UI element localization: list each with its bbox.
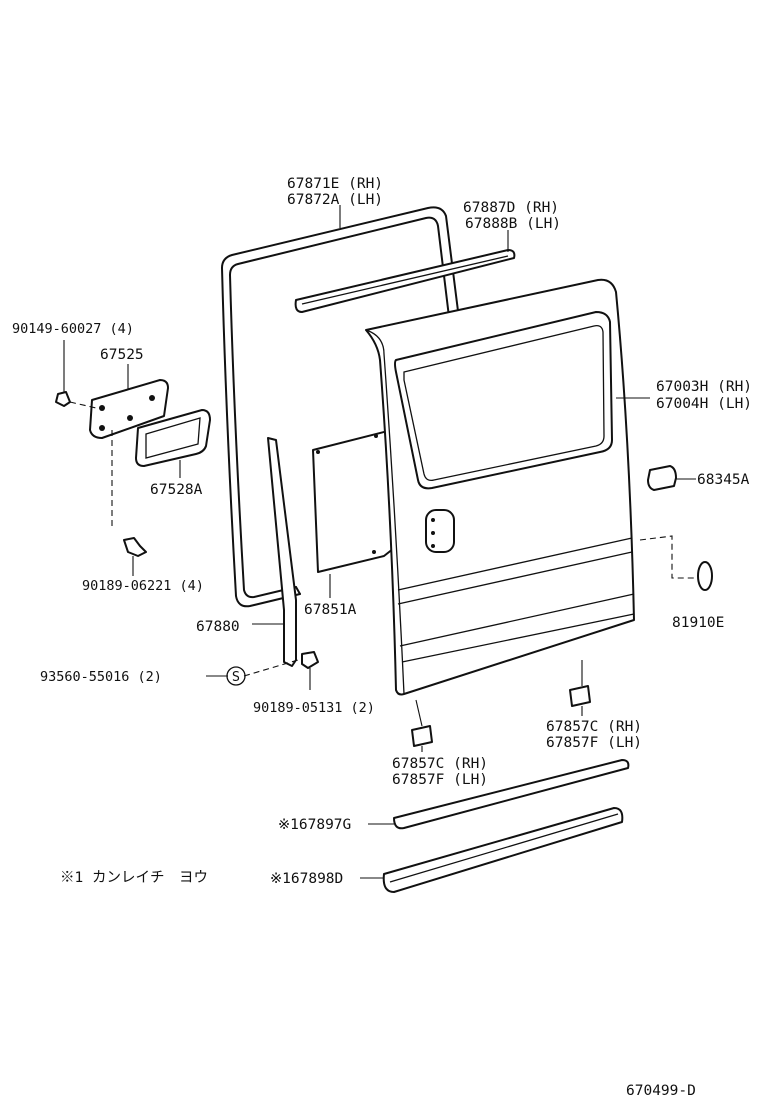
lamp-assembly	[55, 340, 211, 530]
s-mark-text: S	[232, 669, 240, 685]
clip-90189-06221	[123, 537, 147, 576]
label-67880: 67880	[196, 619, 240, 635]
label-67528A: 67528A	[150, 482, 203, 498]
hole-plug-81910E	[639, 535, 713, 591]
label-67525: 67525	[100, 347, 144, 363]
leader-lines	[206, 205, 650, 677]
label-90189-05131: 90189-05131 (2)	[253, 700, 375, 716]
belt-weatherstrip	[294, 249, 516, 313]
label-67851A: 67851A	[304, 602, 357, 618]
label-93560-55016: 93560-55016 (2)	[40, 669, 162, 685]
clip-90189-05131	[301, 651, 319, 690]
weatherstrip-loop	[221, 206, 471, 608]
label-90149-60027: 90149-60027 (4)	[12, 321, 134, 337]
scuff-plates	[411, 660, 591, 752]
sliding-door-panel	[365, 278, 635, 696]
rocker-moldings	[360, 759, 630, 893]
label-167897G: ※167897G	[278, 817, 351, 833]
label-81910E: 81910E	[672, 615, 724, 631]
note-cold-region: ※1 カンレイチ ヨウ	[60, 869, 208, 886]
label-90189-06221: 90189-06221 (4)	[82, 578, 204, 594]
label-167898D: ※167898D	[270, 871, 343, 887]
door-stopper-68345A	[647, 465, 696, 491]
label-67887D: 67887D (RH)	[463, 200, 559, 216]
label-67003H: 67003H (RH)	[656, 379, 752, 395]
label-67888B: 67888B (LH)	[465, 216, 561, 232]
s-mark: S	[226, 666, 246, 686]
diagram-id: 670499-D	[626, 1083, 696, 1099]
label-68345A: 68345A	[697, 472, 750, 488]
label-67871E: 67871E (RH)	[287, 176, 383, 192]
label-67004H: 67004H (LH)	[656, 396, 752, 412]
label-67857F-left: 67857F (LH)	[392, 772, 488, 788]
label-67857C-left: 67857C (RH)	[392, 756, 488, 772]
label-67857F-right: 67857F (LH)	[546, 735, 642, 751]
bracket-67880	[243, 437, 299, 677]
label-67872A: 67872A (LH)	[287, 192, 383, 208]
label-67857C-right: 67857C (RH)	[546, 719, 642, 735]
